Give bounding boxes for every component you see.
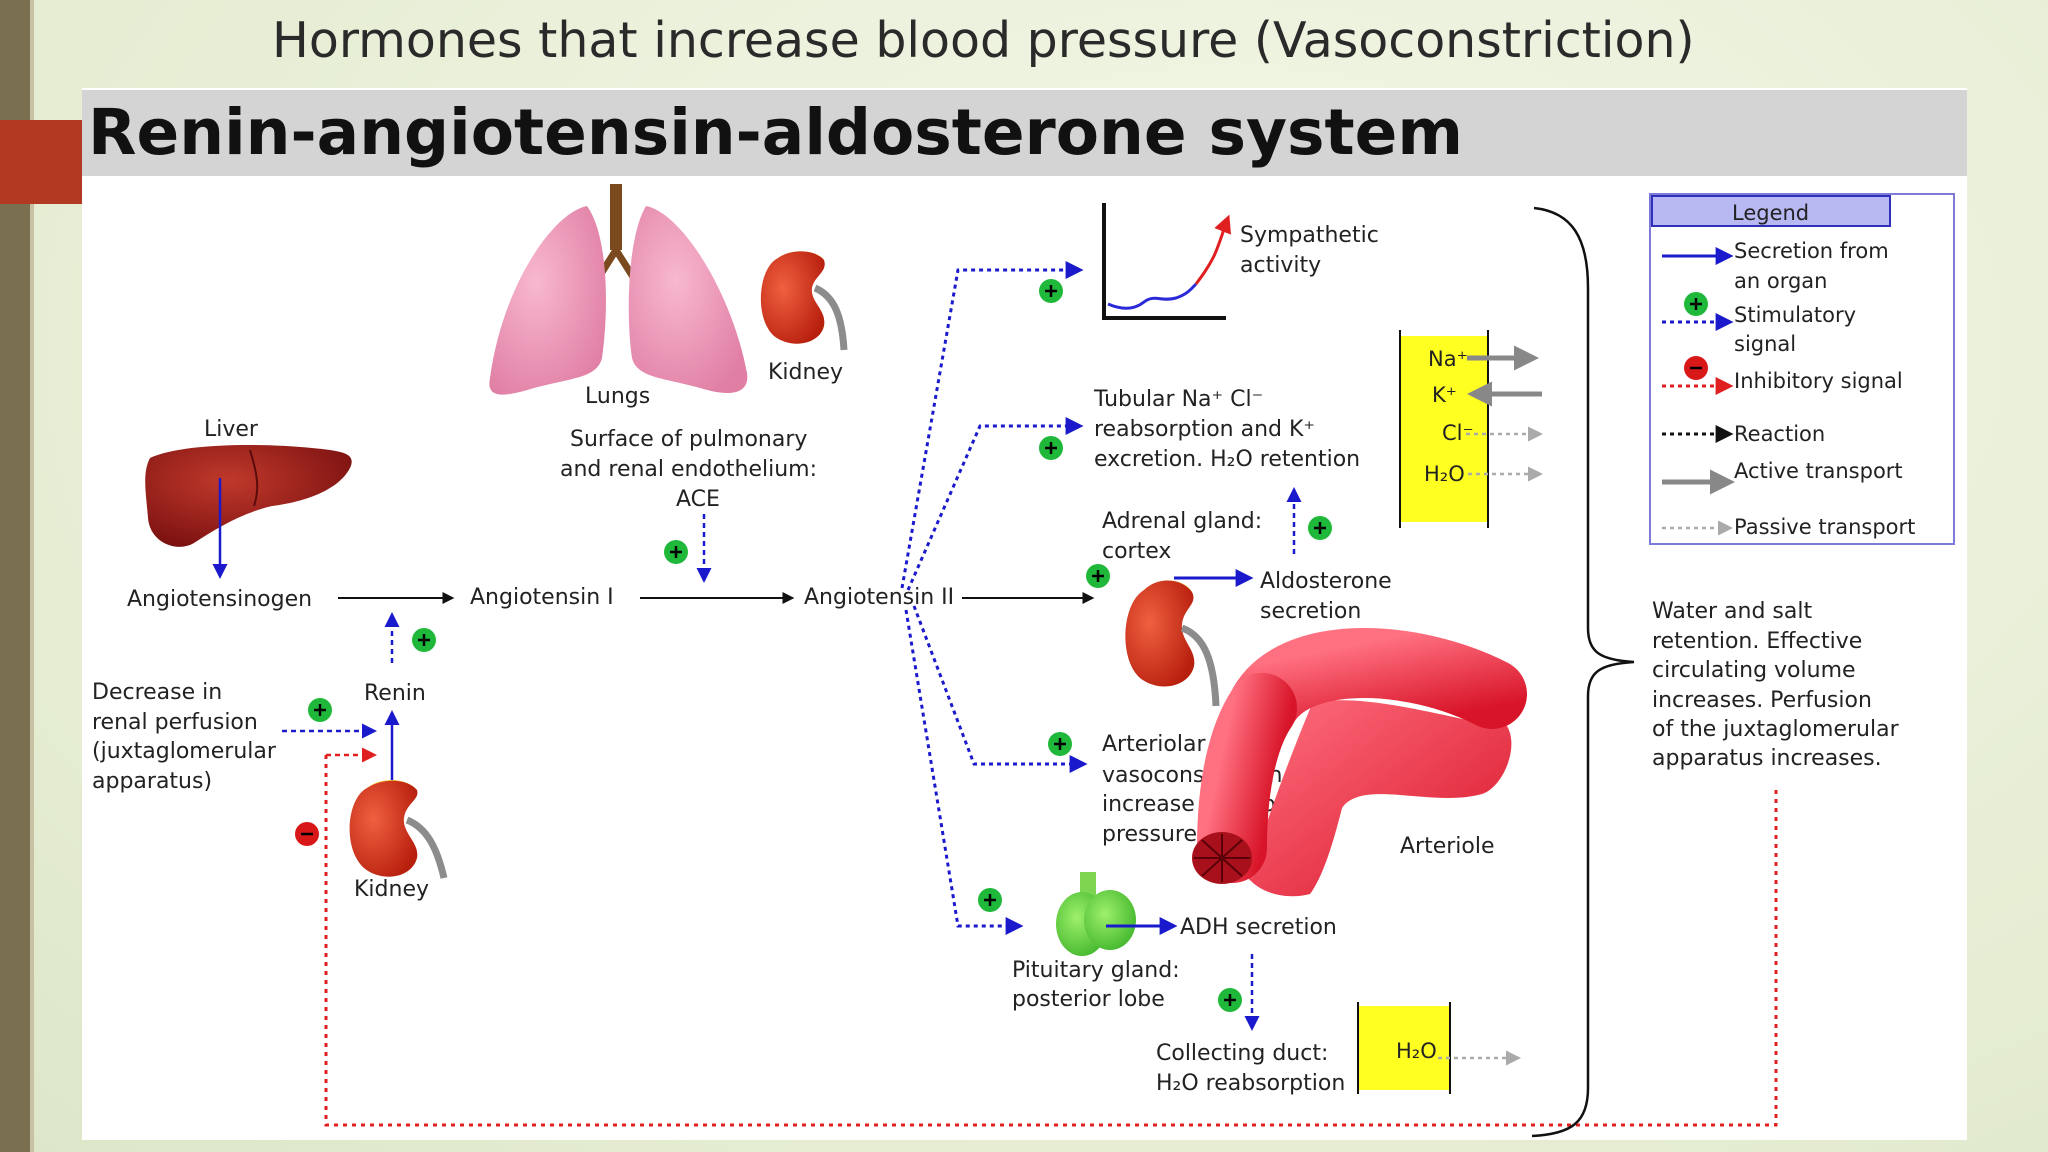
plus-badge-decrease (308, 698, 332, 722)
collecting-line1: Collecting duct: (1156, 1041, 1328, 1066)
ace-line3: ACE (676, 487, 720, 512)
legend-title: Legend (1732, 201, 1809, 225)
kidney-bottom-label: Kidney (354, 877, 429, 902)
sympathetic-line1: Sympathetic (1240, 223, 1379, 248)
ion-na: Na⁺ (1428, 347, 1468, 371)
legend-secretion-line2: an organ (1734, 269, 1827, 293)
minus-badge-feedback (295, 822, 319, 846)
legend-minus-badge (1684, 356, 1708, 380)
plus-badge-adh (1218, 988, 1242, 1012)
legend-inhibitory: Inhibitory signal (1734, 369, 1903, 393)
ion-transport-box (1399, 330, 1489, 528)
arteriole-icon (1192, 628, 1527, 897)
slide-accent-tab (0, 120, 82, 204)
adrenal-line2: cortex (1102, 539, 1171, 564)
legend-secretion-line1: Secretion from (1734, 239, 1889, 263)
pituitary-line1: Pituitary gland: (1012, 958, 1180, 983)
diagram-header: Renin-angiotensin-aldosterone system (88, 96, 1463, 169)
kidney-bottom-icon (349, 779, 448, 879)
ion-k: K⁺ (1432, 383, 1457, 407)
adh-label: ADH secretion (1180, 915, 1337, 940)
result-line5: of the juxtaglomerular (1652, 717, 1900, 742)
kidney-top-icon (760, 251, 848, 351)
ace-line2: and renal endothelium: (560, 457, 817, 482)
aldosterone-line1: Aldosterone (1260, 569, 1392, 594)
plus-badge-ace (664, 540, 688, 564)
arteriolar-line1: Arteriolar (1102, 732, 1206, 757)
ace-line1: Surface of pulmonary (570, 427, 807, 452)
adrenal-line1: Adrenal gland: (1102, 509, 1262, 534)
legend-passive: Passive transport (1734, 515, 1915, 539)
kidney-top-label: Kidney (768, 360, 843, 385)
aldosterone-line2: secretion (1260, 599, 1361, 624)
result-line4: increases. Perfusion (1652, 688, 1872, 713)
legend-plus-badge (1684, 292, 1708, 316)
decrease-line1: Decrease in (92, 680, 222, 705)
adrenal-kidney-icon (1125, 580, 1220, 707)
raas-diagram: Renin-angiotensin-aldosterone system Liv… (82, 88, 1967, 1140)
pituitary-icon (1056, 872, 1136, 956)
summary-brace (1531, 206, 1635, 1138)
collecting-line2: H₂O reabsorption (1156, 1071, 1345, 1096)
branch-pituitary (904, 609, 1024, 935)
result-line1: Water and salt (1652, 599, 1812, 624)
renin-label: Renin (364, 681, 426, 706)
slide-left-stripe (30, 0, 34, 1152)
legend-stimulatory-line2: signal (1734, 332, 1796, 356)
pituitary-line2: posterior lobe (1012, 987, 1165, 1012)
plus-badge-aldosterone (1308, 516, 1332, 540)
branch-sympathetic (900, 261, 1084, 589)
tubular-line3: excretion. H₂O retention (1094, 447, 1360, 472)
liver-label: Liver (204, 417, 259, 442)
angiotensin2-label: Angiotensin II (804, 585, 954, 610)
duct-h2o: H₂O (1396, 1039, 1437, 1063)
plus-badge-tubular (1039, 436, 1063, 460)
slide-title: Hormones that increase blood pressure (V… (272, 12, 1695, 69)
plus-badge-adrenal (1086, 564, 1110, 588)
diagram-header-bar (82, 90, 1967, 176)
arteriolar-line4: pressure (1102, 822, 1197, 847)
angiotensin1-label: Angiotensin I (470, 585, 614, 610)
plus-badge-renin (412, 628, 436, 652)
sympathetic-graph-icon (1102, 203, 1232, 320)
lungs-icon (489, 184, 748, 395)
arteriole-label: Arteriole (1400, 834, 1495, 859)
legend-active: Active transport (1734, 459, 1903, 483)
result-line6: apparatus increases. (1652, 746, 1882, 771)
decrease-line2: renal perfusion (92, 710, 258, 735)
plus-badge-arteriolar (1048, 732, 1072, 756)
plus-badge-sympathetic (1039, 279, 1063, 303)
result-line3: circulating volume (1652, 658, 1856, 683)
sympathetic-line2: activity (1240, 253, 1321, 278)
lungs-label: Lungs (585, 384, 650, 409)
plus-badge-pituitary (978, 888, 1002, 912)
legend-stimulatory-line1: Stimulatory (1734, 303, 1856, 327)
tubular-line1: Tubular Na⁺ Cl⁻ (1093, 387, 1263, 412)
branch-arteriolar (912, 605, 1088, 773)
legend-reaction: Reaction (1734, 422, 1825, 446)
branch-tubular (906, 417, 1084, 591)
angiotensinogen-label: Angiotensinogen (127, 587, 312, 612)
tubular-line2: reabsorption and K⁺ (1094, 417, 1315, 442)
duct-ion-box (1357, 1002, 1451, 1094)
liver-icon (145, 445, 352, 547)
decrease-line3: (juxtaglomerular (92, 739, 277, 764)
decrease-line4: apparatus) (92, 769, 212, 794)
result-line2: retention. Effective (1652, 629, 1862, 654)
ion-h2o: H₂O (1424, 462, 1465, 486)
